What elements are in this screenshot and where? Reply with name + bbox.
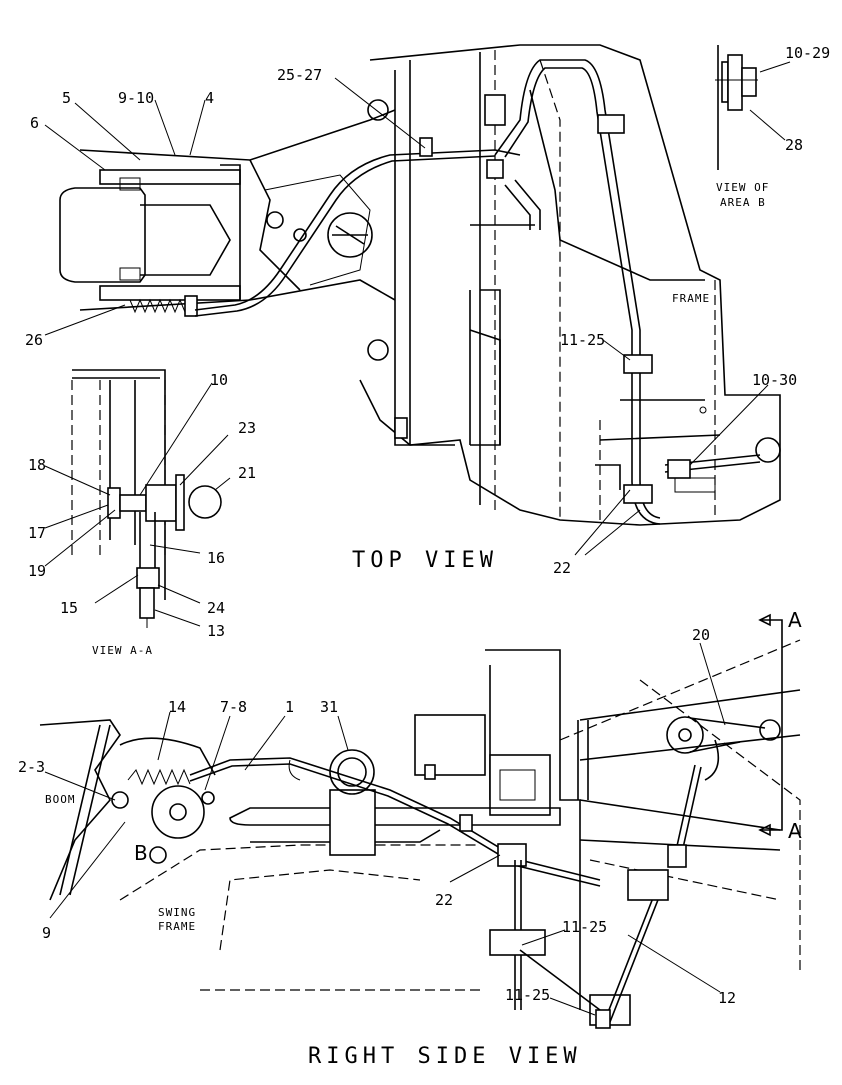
area-b-title-line2: AREA B (720, 196, 766, 209)
region-labels: FRAME BOOM SWING FRAME B (45, 292, 710, 933)
view-aa-title: VIEW A-A (92, 644, 153, 657)
section-mark-bottom: A (788, 819, 802, 843)
section-line-aa: A A (758, 608, 802, 843)
callout-6: 6 (30, 114, 39, 132)
area-b-title-line1: VIEW OF (716, 181, 769, 194)
callout-2-3: 2-3 (18, 758, 45, 776)
callout-20: 20 (692, 626, 710, 644)
callout-11-25-upper: 11-25 (562, 918, 607, 936)
callout-11-25: 11-25 (560, 331, 605, 349)
view-aa-callouts: 10 23 18 21 17 19 16 15 24 13 (28, 371, 256, 640)
callout-10: 10 (210, 371, 228, 389)
right-side-view-drawing (39, 639, 801, 1029)
callout-26: 26 (25, 331, 43, 349)
section-mark-top: A (788, 608, 802, 632)
view-aa-drawing (71, 369, 222, 628)
view-titles: TOP VIEW RIGHT SIDE VIEW VIEW A-A VIEW O… (92, 181, 769, 1069)
right-side-view-title: RIGHT SIDE VIEW (308, 1044, 582, 1069)
boom-label: BOOM (45, 793, 76, 806)
leader-lines (44, 61, 791, 1016)
callout-21: 21 (238, 464, 256, 482)
callout-24: 24 (207, 599, 225, 617)
callout-4: 4 (205, 89, 214, 107)
callout-16: 16 (207, 549, 225, 567)
top-view-drawing (59, 44, 781, 526)
top-view-title: TOP VIEW (352, 548, 498, 573)
swing-frame-label-line2: FRAME (158, 920, 196, 933)
callout-23: 23 (238, 419, 256, 437)
callout-1: 1 (285, 698, 294, 716)
callout-25-27: 25-27 (277, 66, 322, 84)
callout-22-side: 22 (435, 891, 453, 909)
callout-5: 5 (62, 89, 71, 107)
callout-15: 15 (60, 599, 78, 617)
callout-17: 17 (28, 524, 46, 542)
callout-18: 18 (28, 456, 46, 474)
swing-frame-label-line1: SWING (158, 906, 196, 919)
callout-12: 12 (718, 989, 736, 1007)
frame-label: FRAME (672, 292, 710, 305)
callout-31: 31 (320, 698, 338, 716)
callout-19: 19 (28, 562, 46, 580)
callout-11-25-lower: 11-25 (505, 986, 550, 1004)
top-view-callouts: 25-27 5 9-10 4 6 26 11-25 10-30 22 10-29… (25, 44, 830, 577)
area-b-detail (715, 45, 758, 170)
callout-9: 9 (42, 924, 51, 942)
callout-14: 14 (168, 698, 186, 716)
callout-13: 13 (207, 622, 225, 640)
callout-22-top: 22 (553, 559, 571, 577)
callout-7-8: 7-8 (220, 698, 247, 716)
right-side-callouts: 14 7-8 1 31 20 2-3 9 22 11-25 11-25 12 (18, 626, 736, 1007)
callout-28: 28 (785, 136, 803, 154)
callout-10-30: 10-30 (752, 371, 797, 389)
detail-mark-b: B (134, 841, 148, 865)
callout-9-10: 9-10 (118, 89, 154, 107)
callout-10-29: 10-29 (785, 44, 830, 62)
